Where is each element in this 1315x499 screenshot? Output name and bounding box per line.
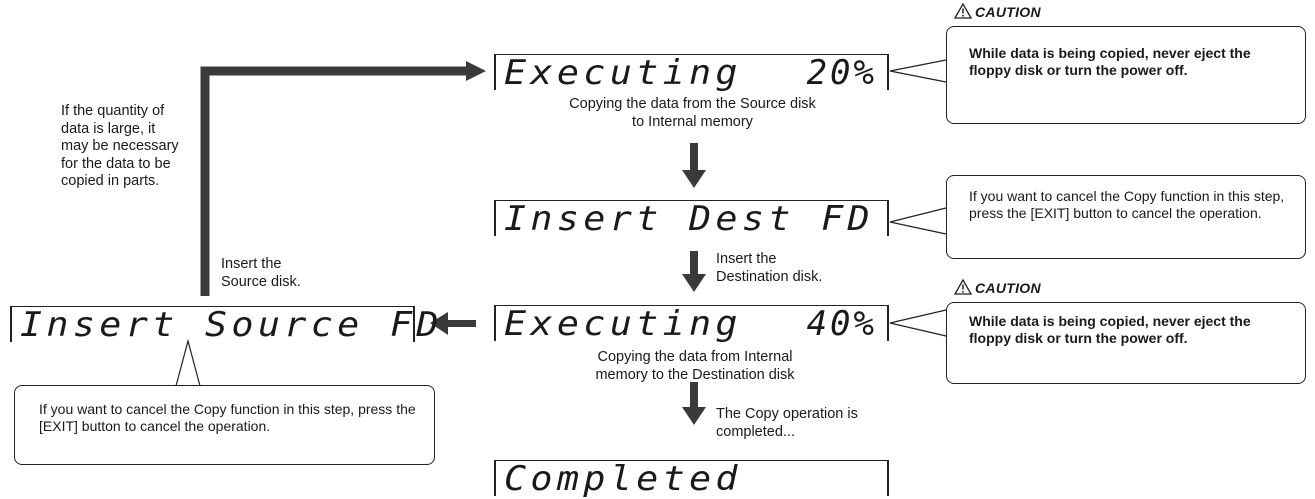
- lcd-display-executing-20: Executing 20%: [494, 53, 889, 93]
- caution-label: CAUTION: [975, 280, 1041, 296]
- lcd-display-insert-dest: Insert Dest FD: [494, 199, 889, 239]
- caution-heading-1: CAUTION: [975, 4, 1041, 20]
- cancel-note-text: If you want to cancel the Copy function …: [969, 188, 1285, 221]
- cancel-note-callout-source: If you want to cancel the Copy function …: [14, 385, 435, 465]
- lcd-progress-value: 40%: [806, 304, 877, 344]
- callout-tail-cancel-source: [175, 338, 201, 388]
- cancel-note-text: If you want to cancel the Copy function …: [39, 401, 416, 434]
- caution-triangle-icon-1: [953, 2, 973, 19]
- lcd-label: Executing: [504, 304, 742, 344]
- callout-tail-caution-1: [889, 59, 948, 83]
- down-arrow-3: [682, 382, 706, 425]
- cancel-note-callout-dest: If you want to cancel the Copy function …: [946, 175, 1306, 259]
- caption-copy-completed: The Copy operation is completed...: [716, 406, 858, 440]
- lcd-label: Executing: [504, 53, 742, 93]
- caption-copy-to-internal: Copying the data from the Source disk to…: [569, 96, 816, 130]
- caution-text: While data is being copied, never eject …: [969, 313, 1251, 346]
- lcd-display-insert-source: Insert Source FD: [10, 306, 439, 343]
- lcd-display-executing-40: Executing 40%: [494, 304, 889, 344]
- note-large-quantity: If the quantity of data is large, it may…: [61, 103, 179, 189]
- caution-triangle-icon-2: [953, 278, 973, 295]
- callout-tail-caution-2: [889, 309, 948, 337]
- lcd-display-completed: Completed: [494, 459, 889, 499]
- left-arrow: [430, 312, 476, 335]
- caption-insert-source-disk: Insert the Source disk.: [221, 256, 301, 290]
- caution-text: While data is being copied, never eject …: [969, 45, 1251, 78]
- caption-copy-to-destination: Copying the data from Internal memory to…: [595, 349, 795, 383]
- loop-back-line: [200, 66, 470, 296]
- caution-label: CAUTION: [975, 4, 1041, 20]
- caution-heading-2: CAUTION: [975, 280, 1041, 296]
- down-arrow-1: [682, 143, 706, 188]
- lcd-label: Completed: [504, 459, 742, 499]
- loop-back-arrowhead: [466, 61, 486, 81]
- lcd-progress-value: 20%: [806, 53, 877, 93]
- lcd-label: Insert Dest FD: [504, 199, 874, 239]
- caption-insert-destination: Insert the Destination disk.: [716, 251, 823, 285]
- lcd-label: Insert Source FD: [20, 305, 443, 345]
- down-arrow-2: [682, 251, 706, 292]
- callout-tail-cancel-dest: [889, 207, 948, 235]
- caution-callout-1: While data is being copied, never eject …: [946, 26, 1306, 124]
- caution-callout-2: While data is being copied, never eject …: [946, 302, 1306, 384]
